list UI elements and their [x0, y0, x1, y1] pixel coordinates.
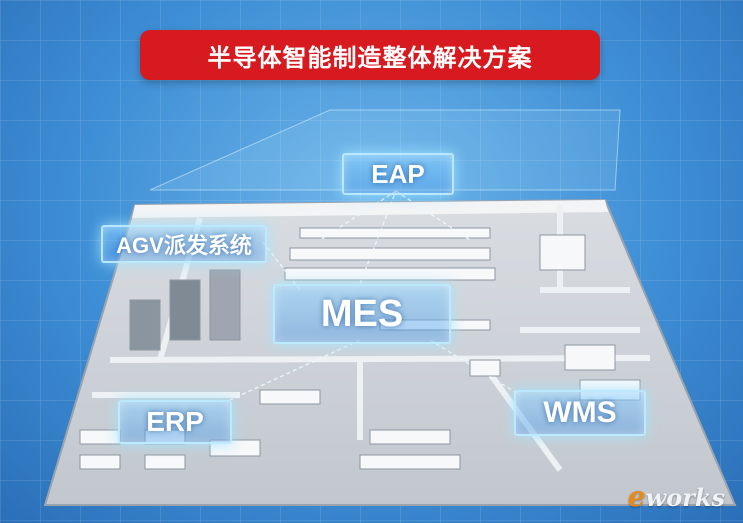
mes-label: MES: [273, 284, 451, 344]
watermark-rest: works: [645, 483, 725, 512]
wms-text: WMS: [543, 396, 617, 429]
back-wall: [132, 200, 608, 218]
eap-text: EAP: [371, 158, 425, 189]
mes-text: MES: [320, 292, 404, 335]
erp-text: ERP: [146, 406, 204, 437]
watermark-e: e: [627, 480, 646, 513]
eap-label: EAP: [342, 153, 454, 195]
eworks-watermark: eworks: [628, 480, 725, 513]
wms-label: WMS: [514, 390, 646, 436]
connection-lines: [229, 190, 521, 401]
page-title: 半导体智能制造整体解决方案: [207, 43, 533, 72]
erp-label: ERP: [118, 400, 232, 444]
title-banner: 半导体智能制造整体解决方案: [140, 30, 600, 80]
glass-panel: [149, 109, 621, 191]
agv-dispatch-label: AGV派发系统: [101, 225, 267, 263]
agv-text: AGV派发系统: [116, 233, 252, 258]
